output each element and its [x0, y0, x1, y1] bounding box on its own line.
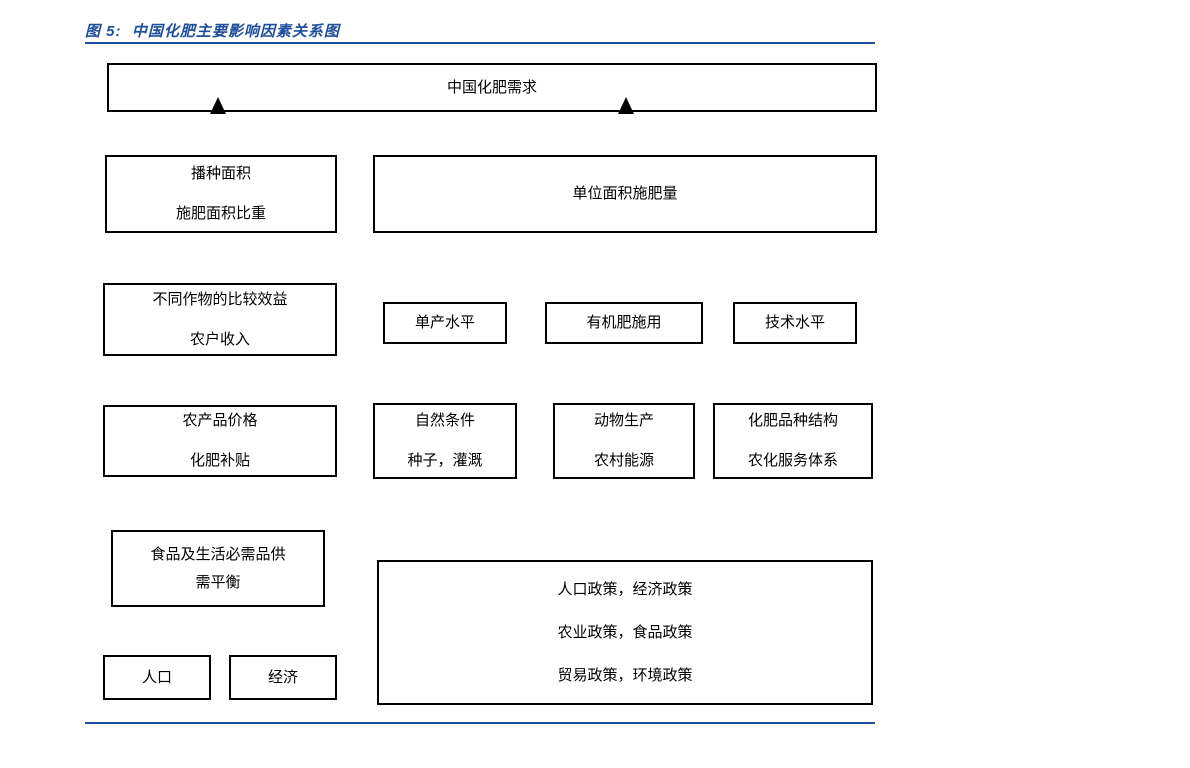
- node-label: 农产品价格: [182, 412, 258, 429]
- node-label: 人口政策，经济政策: [557, 580, 693, 598]
- node-agri-product-price: 农产品价格 化肥补贴: [103, 405, 337, 477]
- node-label: 农户收入: [189, 330, 250, 348]
- node-label: 播种面积: [190, 165, 251, 182]
- node-label: 动物生产: [593, 412, 654, 429]
- node-yield-level: 单产水平: [383, 302, 507, 344]
- node-label: 农化服务体系: [747, 452, 838, 469]
- bottom-rule: [85, 722, 875, 724]
- title-underline: [85, 42, 875, 44]
- node-china-fertilizer-demand: 中国化肥需求: [107, 63, 877, 112]
- node-label: 人口: [141, 668, 172, 686]
- node-technology-level: 技术水平: [733, 302, 857, 344]
- node-natural-conditions: 自然条件 种子，灌溉: [373, 403, 517, 479]
- node-unit-application-amount: 单位面积施肥量: [373, 155, 877, 233]
- node-organic-fertilizer-use: 有机肥施用: [545, 302, 703, 344]
- node-label: 贸易政策，环境政策: [557, 666, 693, 684]
- node-economy: 经济: [229, 655, 337, 700]
- node-animal-production: 动物生产 农村能源: [553, 403, 695, 479]
- node-label: 食品及生活必需品供: [150, 545, 286, 563]
- node-label: 种子，灌溉: [407, 452, 483, 469]
- node-label: 经济: [267, 668, 298, 686]
- node-label: 不同作物的比较效益: [152, 290, 288, 308]
- node-label: 施肥面积比重: [175, 205, 266, 222]
- node-sown-area: 播种面积 施肥面积比重: [105, 155, 337, 233]
- node-label: 需平衡: [195, 573, 241, 591]
- node-label: 有机肥施用: [586, 314, 662, 331]
- node-policies: 人口政策，经济政策 农业政策，食品政策 贸易政策，环境政策: [377, 560, 873, 705]
- node-fertilizer-variety-structure: 化肥品种结构 农化服务体系: [713, 403, 873, 479]
- node-food-necessities-balance: 食品及生活必需品供 需平衡: [111, 530, 325, 607]
- arrow-up-icon: [618, 97, 634, 114]
- node-label: 技术水平: [764, 314, 825, 331]
- node-crop-comparative-benefit: 不同作物的比较效益 农户收入: [103, 283, 337, 356]
- node-label: 化肥品种结构: [747, 412, 838, 429]
- node-label: 农村能源: [593, 452, 654, 469]
- node-label: 单产水平: [414, 314, 475, 331]
- node-population: 人口: [103, 655, 211, 700]
- node-label: 单位面积施肥量: [572, 185, 678, 202]
- node-label: 化肥补贴: [189, 452, 250, 469]
- node-label: 农业政策，食品政策: [557, 623, 693, 641]
- figure-title: 图 5: 中国化肥主要影响因素关系图: [85, 23, 340, 40]
- arrow-up-icon: [210, 97, 226, 114]
- node-label: 自然条件: [414, 412, 475, 429]
- node-label: 中国化肥需求: [446, 78, 537, 96]
